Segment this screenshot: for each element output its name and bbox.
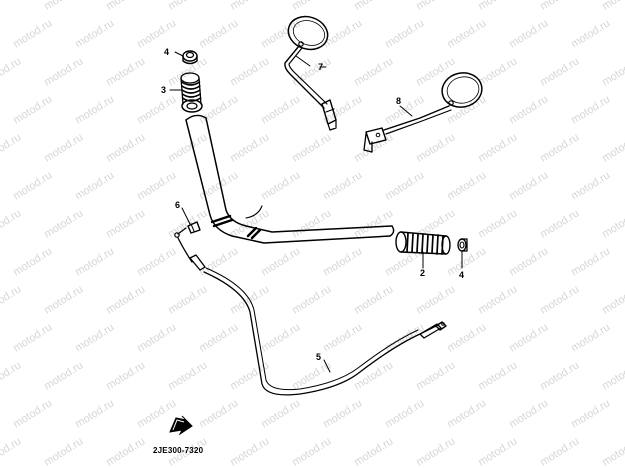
callout-6-adjuster: 6 (175, 200, 181, 210)
part-8-mirror-right (363, 72, 483, 153)
part-5-cable (177, 237, 447, 396)
callout-4-cap-nut-right: 4 (459, 270, 465, 280)
part-3-throttle-grip (180, 72, 203, 113)
callout-4-cap-nut: 4 (164, 47, 170, 57)
leader-lines (169, 51, 463, 373)
part-2-grip-left (395, 231, 451, 255)
callout-2-grip: 2 (420, 268, 426, 278)
diagram-code: 2JE300-7320 (153, 446, 204, 455)
part-4-cap-nut-right (457, 238, 468, 252)
callout-7-left-mirror: 7 (318, 62, 324, 72)
callout-5-cable: 5 (316, 352, 322, 362)
callout-3-throttle-grip: 3 (161, 85, 167, 95)
part-1-handlebar (185, 114, 395, 244)
part-7-mirror-left (284, 15, 337, 131)
part-4-cap-nut-left (182, 50, 198, 65)
part-6-adjuster (174, 221, 201, 238)
callout-8-right-mirror: 8 (396, 96, 402, 106)
front-arrow-icon (169, 415, 193, 436)
